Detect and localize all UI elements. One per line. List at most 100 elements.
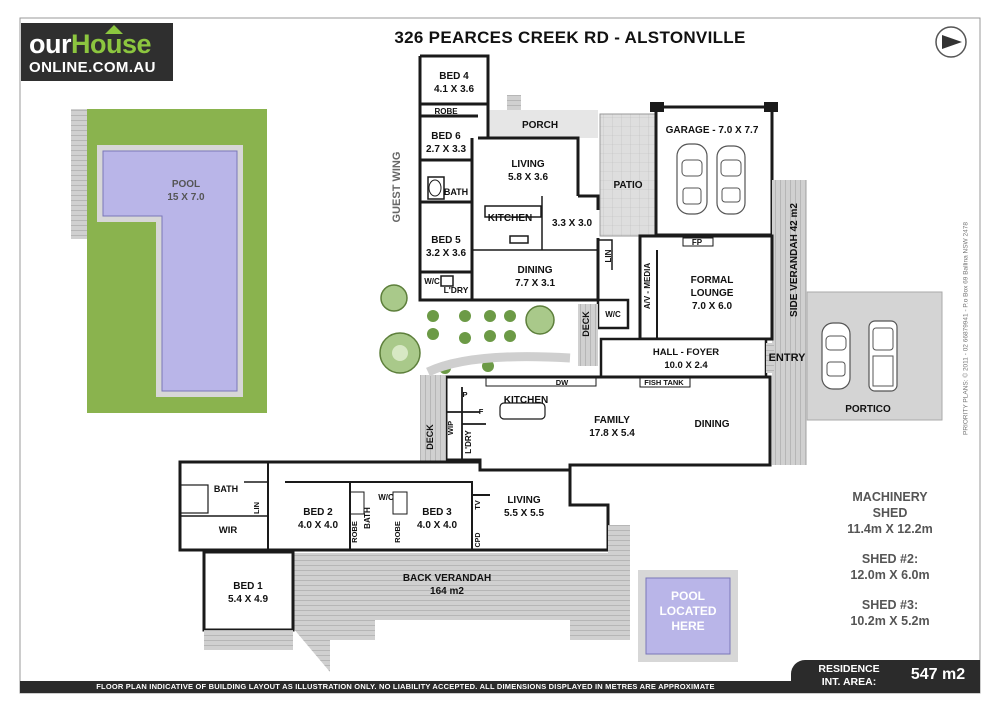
ldry-guest-label: L'DRY: [444, 285, 469, 295]
entry-label: ENTRY: [769, 352, 807, 364]
side-verandah-label: SIDE VERANDAH 42 m2: [789, 203, 800, 317]
tree-icon: [504, 310, 516, 322]
dining-guest-size: 7.7 X 3.1: [515, 278, 555, 289]
shed-3-size: 10.2m X 5.2m: [850, 614, 930, 628]
robe-b2-label: ROBE: [350, 521, 359, 543]
bath-kids-label: BATH: [363, 507, 372, 529]
page-border: [19, 17, 981, 694]
ourhouse-logo: ourHouse ONLINE.COM.AU: [21, 23, 173, 81]
garage-label: GARAGE - 7.0 X 7.7: [666, 125, 759, 136]
tree-icon: [504, 330, 516, 342]
pool-note-line1: POOL: [671, 589, 705, 603]
robe-b3-label: ROBE: [393, 521, 402, 543]
bed5-label: BED 5: [431, 235, 461, 246]
car-icon: [716, 145, 746, 215]
patio-paving: [599, 113, 657, 237]
hall-foyer-size: 10.0 X 2.4: [664, 360, 708, 371]
tree-icon: [380, 284, 408, 312]
formal-lounge-label: FORMAL: [691, 275, 734, 286]
logo-wordmark: ourHouse: [29, 29, 152, 60]
porch-label: PORCH: [522, 120, 558, 131]
family-label: FAMILY: [594, 415, 630, 426]
living-main-label: LIVING: [507, 495, 541, 506]
wir-label: WIR: [219, 525, 238, 536]
tv-label: TV: [473, 500, 482, 510]
footer-disclaimer: FLOOR PLAN INDICATIVE OF BUILDING LAYOUT…: [20, 681, 791, 693]
machinery-shed-size: 11.4m X 12.2m: [847, 522, 933, 536]
main-house: [178, 234, 774, 672]
bed1-size: 5.4 X 4.9: [228, 594, 268, 605]
bed4-size: 4.1 X 3.6: [434, 84, 474, 95]
shed-3: SHED #3: 10.2m X 5.2m: [820, 597, 960, 629]
wc-guest-label: W/C: [424, 277, 440, 286]
bath-guest-label: BATH: [444, 187, 468, 197]
shed-3-label: SHED #3:: [861, 598, 919, 612]
wc-main-label: W/C: [605, 310, 621, 319]
deck-top: [578, 304, 598, 366]
av-media-label: A/V - MEDIA: [643, 263, 652, 309]
drafter-credit-text: PRIORITY PLANS: © 2011 - 02 66879941 - P…: [962, 222, 970, 435]
house-roof-icon: [105, 25, 123, 34]
tree-icon: [484, 310, 496, 322]
guest-wing: [418, 54, 613, 302]
pool-water: [102, 150, 238, 392]
bed5-size: 3.2 X 3.6: [426, 248, 466, 259]
area-label-line1: RESIDENCE: [818, 663, 880, 675]
back-verandah-deck: [293, 553, 610, 672]
patio-label: PATIO: [613, 180, 642, 191]
tree-icon: [379, 332, 421, 374]
fp-label: FP: [692, 238, 703, 247]
room-labels: BED 4 4.1 X 3.6 ROBE BED 6 2.7 X 3.3 BAT…: [167, 71, 891, 633]
kitchen-main-label: KITCHEN: [504, 395, 548, 406]
guest-wing-label: GUEST WING: [391, 152, 403, 223]
portico-label: PORTICO: [845, 404, 891, 415]
bed6-label: BED 6: [431, 131, 461, 142]
deck-top-label: DECK: [581, 311, 591, 337]
pool-size: 15 X 7.0: [167, 192, 205, 203]
family-size: 17.8 X 5.4: [589, 428, 635, 439]
deck-mid: [420, 375, 446, 467]
hall-foyer-label: HALL - FOYER: [653, 347, 719, 358]
machinery-shed-line2: SHED: [872, 506, 908, 520]
logo-brand-b: House: [71, 29, 152, 59]
back-verandah-label: BACK VERANDAH: [403, 573, 491, 584]
bed2-label: BED 2: [303, 507, 333, 518]
dw-label: DW: [556, 378, 569, 387]
bed6-size: 2.7 X 3.3: [426, 144, 466, 155]
north-arrow-icon: [935, 26, 967, 58]
drafter-credit: PRIORITY PLANS: © 2011 - 02 66879941 - P…: [956, 200, 976, 470]
car-icon: [868, 320, 898, 392]
machinery-shed: MACHINERY SHED 11.4m X 12.2m: [820, 489, 960, 537]
porch-area: [488, 110, 598, 138]
residence-area-label: RESIDENCE INT. AREA:: [803, 663, 895, 689]
car-icon: [676, 143, 708, 215]
residence-area-box: RESIDENCE INT. AREA: 547 m2: [791, 660, 980, 693]
tree-icon: [427, 310, 439, 322]
tree-icon: [484, 330, 496, 342]
garden: [379, 284, 571, 377]
pantry-p-label: P: [462, 390, 467, 399]
car-icon: [821, 322, 851, 390]
garden-path: [426, 352, 571, 377]
tree-icon: [427, 328, 439, 340]
back-verandah-size: 164 m2: [430, 586, 464, 597]
garage: [650, 102, 778, 237]
pool-area: [71, 109, 267, 413]
lin-master-label: LIN: [252, 502, 261, 514]
bath-master-label: BATH: [214, 484, 238, 494]
shed-2-size: 12.0m X 6.0m: [850, 568, 930, 582]
formal-lounge-size: 7.0 X 6.0: [692, 301, 732, 312]
wc-kids-label: W/C: [378, 493, 394, 502]
fish-tank-label: FISH TANK: [644, 378, 684, 387]
pool-note-line3: HERE: [671, 619, 704, 633]
tree-icon: [525, 305, 555, 335]
logo-domain: ONLINE.COM.AU: [29, 59, 156, 76]
lin-guest-label: LIN: [604, 249, 613, 262]
porch-steps: [507, 95, 521, 110]
formal-lounge-label2: LOUNGE: [691, 288, 734, 299]
kitchen-guest-label: KITCHEN: [488, 213, 532, 224]
side-verandah: [772, 180, 807, 465]
living-guest-size: 5.8 X 3.6: [508, 172, 548, 183]
bed1-label: BED 1: [233, 581, 263, 592]
